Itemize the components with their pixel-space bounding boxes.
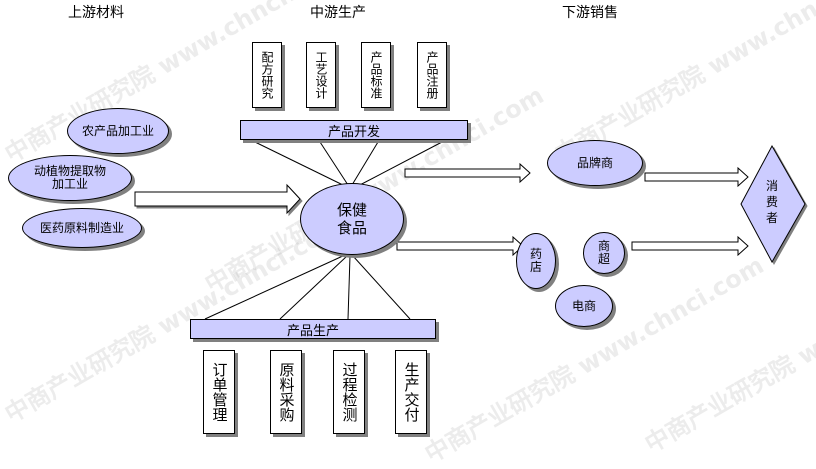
connector-line bbox=[204, 254, 346, 320]
connector-line bbox=[319, 141, 349, 186]
header-downstream: 下游销售 bbox=[562, 5, 618, 21]
connector-line bbox=[279, 255, 348, 320]
header-midstream: 中游生产 bbox=[310, 5, 366, 21]
connector-line bbox=[351, 141, 379, 186]
prod-box-inspection: 过程检测 bbox=[333, 350, 365, 434]
product-prod-bar: 产品生产 bbox=[190, 319, 436, 339]
connector-layer bbox=[134, 141, 806, 320]
connector-line bbox=[355, 141, 443, 188]
consumer-label: 消费者 bbox=[765, 179, 778, 225]
dev-box-formula: 配方研究 bbox=[252, 42, 282, 108]
dev-box-standard: 产品标准 bbox=[361, 42, 391, 108]
arrow-upstream-to-center bbox=[134, 183, 301, 215]
arrow-center-to-retail bbox=[396, 235, 524, 257]
prod-box-delivery: 生产交付 bbox=[395, 350, 427, 434]
connector-line bbox=[352, 255, 411, 320]
connector-line bbox=[347, 255, 351, 320]
arrow-center-to-brand bbox=[404, 162, 531, 184]
prod-box-order: 订单管理 bbox=[203, 350, 235, 434]
oval-pharma-material: 医药原料制造业 bbox=[22, 208, 142, 248]
product-dev-bar: 产品开发 bbox=[240, 120, 468, 140]
oval-health-food: 保健食品 bbox=[300, 183, 404, 255]
dev-box-process: 工艺设计 bbox=[306, 42, 336, 108]
oval-ecommerce: 电商 bbox=[555, 285, 613, 327]
oval-brand: 品牌商 bbox=[547, 140, 643, 186]
connector-line bbox=[254, 141, 346, 187]
oval-pharmacy: 药店 bbox=[516, 233, 556, 289]
dev-box-registration: 产品注册 bbox=[417, 42, 447, 108]
header-upstream: 上游材料 bbox=[68, 5, 124, 21]
consumer-diamond bbox=[740, 144, 806, 264]
prod-box-procurement: 原料采购 bbox=[270, 350, 302, 434]
arrow-brand-to-consumer bbox=[644, 166, 749, 188]
oval-agri-processing: 农产品加工业 bbox=[67, 108, 169, 154]
oval-plant-extract: 动植物提取物加工业 bbox=[8, 155, 132, 201]
arrow-retail-to-consumer bbox=[631, 235, 749, 257]
oval-supermarket: 商超 bbox=[583, 232, 625, 274]
